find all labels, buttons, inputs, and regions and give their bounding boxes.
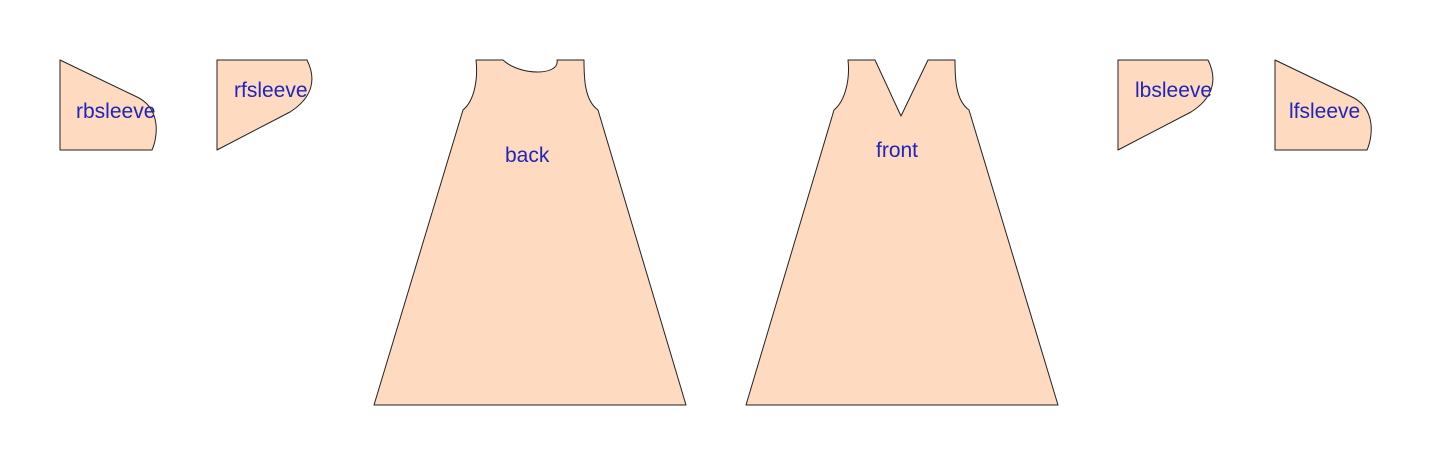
back-shape [373,59,687,406]
rbsleeve-label: rbsleeve [76,100,155,123]
rbsleeve-shape [59,59,157,151]
front-shape [745,59,1059,406]
piece-back: back [373,59,687,406]
lfsleeve-shape [1274,59,1372,151]
piece-rbsleeve: rbsleeve [59,59,157,151]
rfsleeve-label: rfsleeve [234,79,308,102]
lbsleeve-shape [1117,59,1214,151]
piece-rfsleeve: rfsleeve [216,59,313,151]
back-label: back [505,144,550,167]
piece-front: front [745,59,1059,406]
piece-lfsleeve: lfsleeve [1274,59,1372,151]
lfsleeve-label: lfsleeve [1289,100,1360,123]
piece-lbsleeve: lbsleeve [1117,59,1214,151]
front-label: front [876,139,918,162]
lbsleeve-label: lbsleeve [1135,79,1212,102]
rfsleeve-shape [216,59,313,151]
